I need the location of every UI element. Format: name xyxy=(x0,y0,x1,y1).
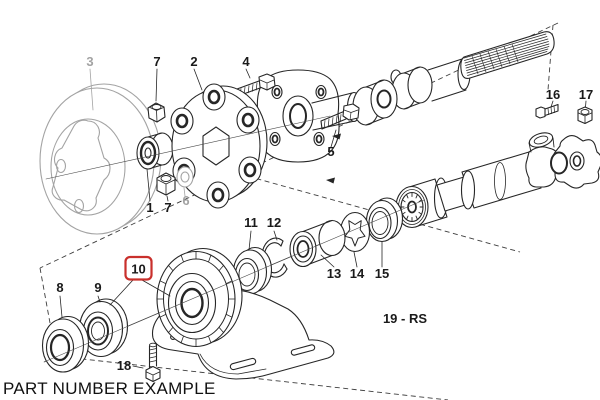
part-5-bolt xyxy=(320,103,360,130)
direction-arrow-icon xyxy=(326,177,335,184)
callout-2[interactable]: 2 xyxy=(190,54,197,69)
lower-driveshaft xyxy=(395,132,600,229)
axis-overdraw xyxy=(43,115,425,363)
callout-12[interactable]: 12 xyxy=(267,215,281,230)
direction-arrow-icon xyxy=(332,133,341,140)
part-8-ring xyxy=(41,315,90,373)
part-15-ring xyxy=(365,197,404,243)
part-1-centering-sleeve xyxy=(136,132,174,170)
callout-14[interactable]: 14 xyxy=(350,266,365,281)
callout-13[interactable]: 13 xyxy=(327,266,341,281)
part-14-lock-washer xyxy=(339,211,371,253)
rubber-ring-ribs xyxy=(156,251,236,347)
part-7-upper-nut xyxy=(147,102,166,123)
caption: PART NUMBER EXAMPLE xyxy=(3,379,216,398)
callout-10[interactable]: 10 xyxy=(131,262,145,277)
callout-7-upper[interactable]: 7 xyxy=(153,54,160,69)
callout-6[interactable]: 6 xyxy=(182,193,189,208)
callout-17[interactable]: 17 xyxy=(579,87,593,102)
callout-labels: 3 7 2 4 1 7 6 5 16 17 8 9 10 11 12 13 14… xyxy=(56,54,593,373)
part-3-vibration-damper xyxy=(39,83,162,235)
callout-11[interactable]: 11 xyxy=(244,215,258,230)
part-17-nut xyxy=(577,106,593,125)
callout-7-lower[interactable]: 7 xyxy=(164,200,171,215)
callout-19-rs[interactable]: 19 - RS xyxy=(383,311,427,326)
callout-16[interactable]: 16 xyxy=(546,87,560,102)
part-6-washer xyxy=(176,166,194,188)
highlight-box[interactable] xyxy=(124,255,153,281)
callout-18[interactable]: 18 xyxy=(117,358,131,373)
part-13-sleeve xyxy=(289,219,346,268)
leader-lines xyxy=(59,68,587,369)
spline-teeth xyxy=(400,192,424,222)
callout-4[interactable]: 4 xyxy=(242,54,250,69)
spline-hatching xyxy=(471,43,519,75)
part-7-lower-nut xyxy=(156,172,176,196)
part-18-bolt xyxy=(145,342,161,383)
callout-5[interactable]: 5 xyxy=(327,144,334,159)
part-11-ring xyxy=(232,246,273,295)
callout-1[interactable]: 1 xyxy=(146,200,153,215)
highlighted-callout-10[interactable]: 10 xyxy=(124,255,153,281)
callout-15[interactable]: 15 xyxy=(375,266,389,281)
callout-9[interactable]: 9 xyxy=(94,280,101,295)
upper-driveshaft xyxy=(311,31,555,131)
part-16-bolt xyxy=(535,103,559,119)
callout-3[interactable]: 3 xyxy=(86,54,93,69)
callout-8[interactable]: 8 xyxy=(56,280,63,295)
part-10-centre-bearing xyxy=(156,247,243,348)
